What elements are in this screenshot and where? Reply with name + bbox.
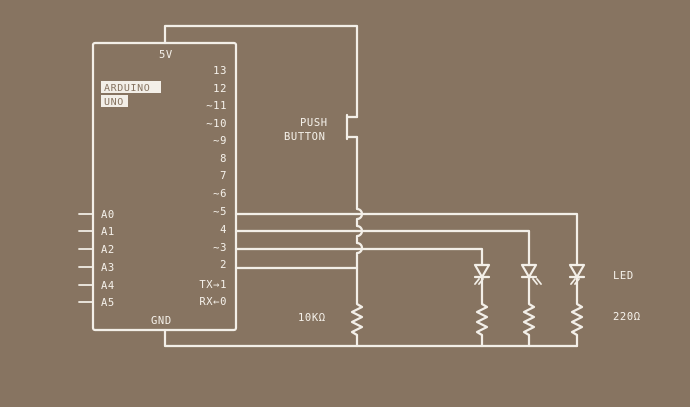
analog-label-a0: A0	[101, 209, 115, 221]
board-name-line2: UNO	[104, 97, 124, 108]
pin-label-4: 4	[220, 224, 227, 236]
led-1	[473, 263, 491, 302]
analog-label-a3: A3	[101, 262, 115, 274]
analog-label-a1: A1	[101, 226, 115, 238]
wire-pin5-to-led3	[234, 212, 579, 267]
board-name-badge-bg-1	[101, 81, 161, 93]
pin-label-3: ~3	[213, 242, 227, 254]
analog-label-a5: A5	[101, 297, 115, 309]
led-label: LED	[613, 270, 634, 282]
led-3	[568, 263, 586, 302]
pin-label-5: ~5	[213, 206, 227, 218]
led-resistor-label: 220Ω	[613, 311, 641, 323]
pin-label-11: ~11	[206, 100, 227, 112]
pin-label-7: 7	[220, 170, 227, 182]
ground-label: GND	[151, 315, 172, 327]
analog-pins: A0 A1 A2 A3 A4 A5	[78, 209, 115, 309]
led-resistor-3	[570, 298, 584, 348]
pin-label-8: 8	[220, 153, 227, 165]
analog-label-a4: A4	[101, 280, 115, 292]
led-resistor-1	[475, 298, 489, 348]
analog-label-a2: A2	[101, 244, 115, 256]
pin-label-2: 2	[220, 259, 227, 271]
pin-label-9: ~9	[213, 135, 227, 147]
wire-pin3-to-led1	[234, 247, 484, 267]
digital-pin-labels: 13 12 ~11 ~10 ~9 8 7 ~6 ~5 4 ~3 2 TX→1 R…	[199, 65, 227, 308]
push-button-label-line2: BUTTON	[284, 131, 326, 143]
ground-rail	[163, 328, 579, 348]
board-name-line1: ARDUINO	[104, 83, 150, 94]
wire-5v-to-button	[163, 24, 359, 119]
pin-label-10: ~10	[206, 118, 227, 130]
power-5v-label: 5V	[159, 49, 173, 61]
pulldown-resistor-10k	[350, 298, 364, 348]
push-button-label-line1: PUSH	[300, 117, 328, 129]
pin-label-6: ~6	[213, 188, 227, 200]
pin-label-12: 12	[213, 83, 227, 95]
led-2	[520, 263, 542, 302]
pin-label-1-tx: TX→1	[199, 279, 227, 291]
board-name-badge-bg-2	[101, 95, 128, 107]
wire-pin4-to-led2	[234, 229, 531, 267]
pin-label-0-rx: RX←0	[199, 296, 227, 308]
pulldown-resistor-label: 10KΩ	[298, 312, 326, 324]
pin-label-13: 13	[213, 65, 227, 77]
led-resistor-2	[522, 298, 536, 348]
wire-button-to-pulldown	[355, 135, 364, 302]
push-button-switch	[345, 113, 359, 141]
